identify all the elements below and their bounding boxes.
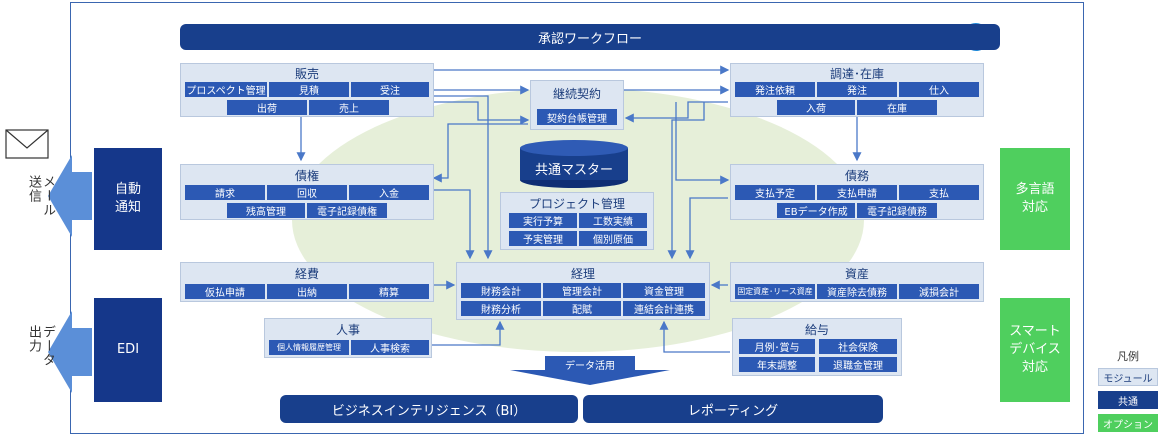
module-hr-item: 個人情報履歴管理	[269, 340, 349, 355]
module-payroll: 給与 月例･賞与 社会保険 年末調整 退職金管理	[732, 318, 902, 376]
module-receivables-title: 債権	[294, 169, 319, 183]
module-payables-title: 債務	[844, 169, 869, 183]
data-output-label: データ 出力	[26, 325, 55, 385]
module-procurement-title: 調達･在庫	[829, 67, 884, 81]
module-procurement: 調達･在庫 発注依頼 発注 仕入 入荷 在庫	[730, 63, 984, 117]
module-receivables-item: 回収	[267, 185, 347, 200]
module-accounting-item: 財務会計	[461, 283, 541, 298]
module-procurement-item: 入荷	[777, 100, 855, 115]
module-contract: 継続契約 契約台帳管理	[530, 80, 624, 130]
data-label-line1: データ	[40, 325, 55, 367]
module-project-item: 個別原価	[579, 231, 647, 246]
module-procurement-item: 発注	[817, 82, 897, 97]
module-receivables: 債権 請求 回収 入金 残高管理 電子記録債権	[180, 164, 434, 220]
module-expense-item: 精算	[349, 284, 429, 299]
legend-module: モジュール	[1098, 368, 1158, 386]
module-payroll-item: 社会保険	[819, 339, 897, 354]
module-assets-item: 資産除去債務	[817, 284, 897, 299]
module-contract-title: 継続契約	[552, 87, 601, 101]
multilang-option: 多言語 対応	[1000, 148, 1070, 250]
module-receivables-item: 請求	[185, 185, 265, 200]
module-project-item: 実行予算	[509, 213, 577, 228]
module-hr-item: 人事検索	[351, 340, 429, 355]
module-payroll-item: 退職金管理	[819, 357, 897, 372]
module-sales-item: 売上	[309, 100, 389, 115]
module-payables-item: 支払予定	[735, 185, 815, 200]
module-project: プロジェクト管理 実行予算 工数実績 予実管理 個別原価	[500, 192, 654, 250]
module-receivables-item: 入金	[349, 185, 429, 200]
approval-workflow-label: 承認ワークフロー	[537, 31, 642, 47]
module-sales-item: プロスペクト管理	[185, 82, 267, 97]
module-assets: 資産 固定資産･リース資産 資産除去債務 減損会計	[730, 262, 984, 302]
module-sales-title: 販売	[294, 67, 319, 81]
module-project-title: プロジェクト管理	[528, 197, 625, 211]
module-accounting-item: 配賦	[543, 301, 621, 316]
module-hr-title: 人事	[335, 323, 360, 337]
mail-send-label: メール 送信	[26, 175, 55, 235]
module-expense-item: 出納	[267, 284, 347, 299]
mail-label-line1: メール	[40, 175, 55, 217]
common-master-db: 共通マスター	[534, 162, 613, 178]
module-expense-title: 経費	[294, 267, 319, 281]
module-project-item: 予実管理	[509, 231, 577, 246]
module-sales-item: 受注	[351, 82, 429, 97]
module-payables-item: 支払申請	[817, 185, 897, 200]
auto-notify-box: 自動 通知	[94, 148, 162, 250]
data-label-line2: 出力	[26, 325, 41, 353]
module-assets-item: 固定資産･リース資産	[735, 284, 815, 299]
module-sales-item: 見積	[269, 82, 349, 97]
module-expense: 経費 仮払申請 出納 精算	[180, 262, 434, 302]
module-sales-item: 出荷	[227, 100, 307, 115]
module-hr: 人事 個人情報履歴管理 人事検索	[264, 318, 432, 358]
bi-label: ビジネスインテリジェンス（BI）	[331, 403, 527, 419]
reporting-label: レポーティング	[687, 403, 779, 419]
module-accounting-item: 連結会計連携	[623, 301, 705, 316]
module-contract-item: 契約台帳管理	[537, 109, 617, 125]
module-payroll-title: 給与	[804, 323, 829, 337]
module-assets-item: 減損会計	[899, 284, 979, 299]
module-payables: 債務 支払予定 支払申請 支払 EBデータ作成 電子記録債務	[730, 164, 984, 220]
module-receivables-item: 残高管理	[227, 203, 305, 218]
module-accounting: 経理 財務会計 管理会計 資金管理 財務分析 配賦 連結会計連携	[456, 262, 710, 320]
mail-label-line2: 送信	[26, 175, 41, 203]
mail-arrow-icon	[48, 155, 92, 237]
reporting-bar: レポーティング	[583, 395, 883, 423]
module-project-item: 工数実績	[579, 213, 647, 228]
module-accounting-title: 経理	[570, 267, 595, 281]
module-procurement-item: 在庫	[857, 100, 937, 115]
module-procurement-item: 仕入	[899, 82, 979, 97]
module-payables-item: EBデータ作成	[777, 203, 855, 218]
module-accounting-item: 財務分析	[461, 301, 541, 316]
bi-bar: ビジネスインテリジェンス（BI）	[280, 395, 578, 423]
module-payables-item: 支払	[899, 185, 979, 200]
legend-title: 凡例	[1117, 350, 1139, 363]
module-expense-item: 仮払申請	[185, 284, 265, 299]
module-payroll-item: 月例･賞与	[739, 339, 815, 354]
legend-option: オプション	[1098, 414, 1158, 432]
edi-box: EDI	[94, 298, 162, 402]
envelope-icon	[6, 130, 48, 158]
legend-common: 共通	[1098, 391, 1158, 409]
module-assets-title: 資産	[844, 267, 869, 281]
module-sales: 販売 プロスペクト管理 見積 受注 出荷 売上	[180, 63, 434, 117]
data-use-arrow-label: データ活用	[565, 360, 615, 372]
module-accounting-item: 管理会計	[543, 283, 621, 298]
module-procurement-item: 発注依頼	[735, 82, 815, 97]
module-accounting-item: 資金管理	[623, 283, 705, 298]
approval-workflow-bar: 承認ワークフロー	[180, 24, 1000, 50]
module-payroll-item: 年末調整	[739, 357, 815, 372]
module-payables-item: 電子記録債務	[857, 203, 937, 218]
module-receivables-item: 電子記録債権	[307, 203, 387, 218]
smart-device-option: スマート デバイス 対応	[1000, 298, 1070, 402]
data-output-arrow-icon	[48, 311, 92, 393]
